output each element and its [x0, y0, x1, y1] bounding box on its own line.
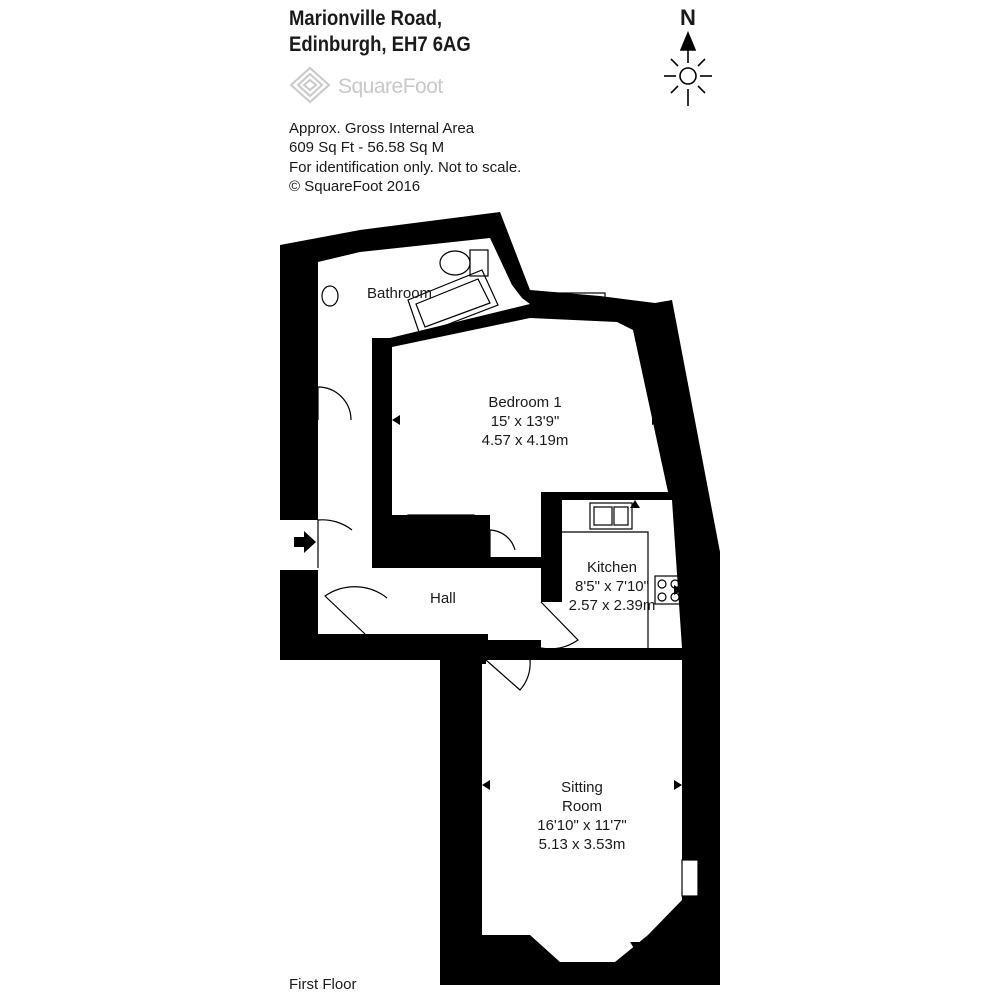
bedroom-window — [534, 292, 606, 304]
bathroom-door — [317, 386, 352, 421]
bedroom-door — [489, 529, 516, 557]
sink-icon — [589, 502, 633, 530]
kitchen-label: Kitchen 8'5" x 7'10" 2.57 x 2.39m — [569, 558, 656, 615]
bedroom-label: Bedroom 1 15' x 13'9" 4.57 x 4.19m — [482, 393, 569, 450]
sitting-room-label: Sitting Room 16'10" x 11'7" 5.13 x 3.53m — [537, 778, 627, 854]
doors — [317, 386, 579, 691]
sitting-door — [485, 659, 531, 691]
address-line-2: Edinburgh, EH7 6AG — [289, 33, 471, 56]
kitchen-imperial: 8'5" x 7'10" — [575, 578, 649, 595]
bedroom-name: Bedroom 1 — [488, 394, 562, 411]
bedroom-interior — [392, 318, 668, 557]
disclaimer: For identification only. Not to scale. — [289, 159, 522, 176]
sitting-room-interior — [482, 660, 682, 962]
entrance-arrow-icon — [294, 531, 316, 553]
fireplace — [681, 859, 699, 897]
sitting-metric: 5.13 x 3.53m — [538, 836, 626, 853]
sitting-name-1: Sitting — [561, 779, 603, 796]
bathroom-window — [493, 235, 514, 263]
floor-label: First Floor — [289, 976, 357, 993]
kitchen-metric: 2.57 x 2.39m — [568, 597, 656, 614]
address-line-1: Marionville Road, — [289, 7, 443, 30]
bathroom-interior — [318, 238, 530, 420]
bath-icon — [407, 269, 499, 336]
sitting-imperial: 16'10" x 11'7" — [537, 817, 627, 834]
squarefoot-logo-icon — [289, 66, 331, 104]
bedroom-imperial: 15' x 13'9" — [490, 413, 560, 430]
dimension-markers — [392, 415, 682, 950]
copyright: © SquareFoot 2016 — [289, 178, 421, 195]
cupboard-door — [324, 586, 388, 635]
hall-interior — [318, 420, 541, 640]
entrance-door — [317, 519, 353, 568]
area-heading: Approx. Gross Internal Area — [289, 120, 475, 137]
wardrobe — [407, 514, 475, 553]
sitting-name-2: Room — [561, 798, 602, 815]
hall-label: Hall — [430, 590, 456, 607]
area-value: 609 Sq Ft - 56.58 Sq M — [289, 139, 445, 156]
bedroom-metric: 4.57 x 4.19m — [481, 432, 569, 449]
kitchen-interior — [541, 500, 682, 648]
kitchen-name: Kitchen — [586, 559, 638, 576]
inner-walls — [318, 338, 682, 664]
bathroom-label: Bathroom — [367, 285, 433, 302]
room-interiors — [280, 238, 682, 962]
north-arrow-icon — [664, 30, 712, 106]
brand-name: SquareFoot — [338, 75, 443, 98]
north-label: N — [680, 5, 696, 30]
kitchen-door — [540, 601, 579, 650]
sitting-window — [556, 969, 618, 983]
basin-icon — [321, 285, 339, 307]
